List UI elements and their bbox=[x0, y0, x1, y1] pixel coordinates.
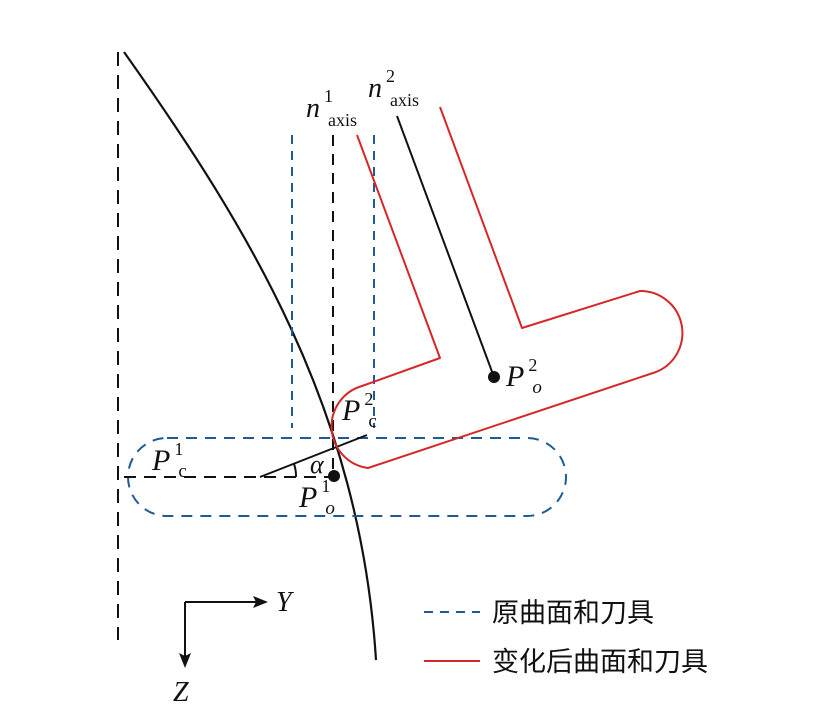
z-axis-arrowhead bbox=[179, 653, 191, 668]
modified-tool bbox=[330, 106, 684, 469]
legend-modified-label: 变化后曲面和刀具 bbox=[492, 647, 708, 678]
point-po2-marker bbox=[488, 371, 500, 383]
legend-original-label: 原曲面和刀具 bbox=[492, 598, 654, 629]
machined-surface-curve bbox=[123, 51, 378, 661]
point-po1-marker bbox=[328, 470, 340, 482]
y-axis-arrowhead bbox=[253, 596, 268, 608]
label-n-axis-2: n 2 axis bbox=[368, 66, 419, 110]
modified-tool-axis bbox=[396, 115, 495, 378]
label-pc2: P 2 c bbox=[341, 389, 377, 432]
z-axis-label: Z bbox=[173, 677, 189, 708]
legend: 原曲面和刀具 变化后曲面和刀具 bbox=[424, 598, 708, 678]
angle-alpha-arc bbox=[293, 463, 298, 478]
label-po2: P 2 o bbox=[505, 355, 542, 398]
coordinate-axes bbox=[179, 596, 268, 668]
original-tool-shank bbox=[291, 135, 375, 428]
inclined-reference-line bbox=[259, 434, 368, 478]
label-alpha: α bbox=[310, 450, 325, 479]
modified-tool-outline bbox=[330, 106, 684, 469]
label-pc1: P 1 c bbox=[151, 439, 187, 482]
y-axis-label: Y bbox=[276, 587, 295, 618]
label-po1: P 1 o bbox=[298, 476, 335, 519]
label-n-axis-1: n 1 axis bbox=[306, 86, 357, 130]
